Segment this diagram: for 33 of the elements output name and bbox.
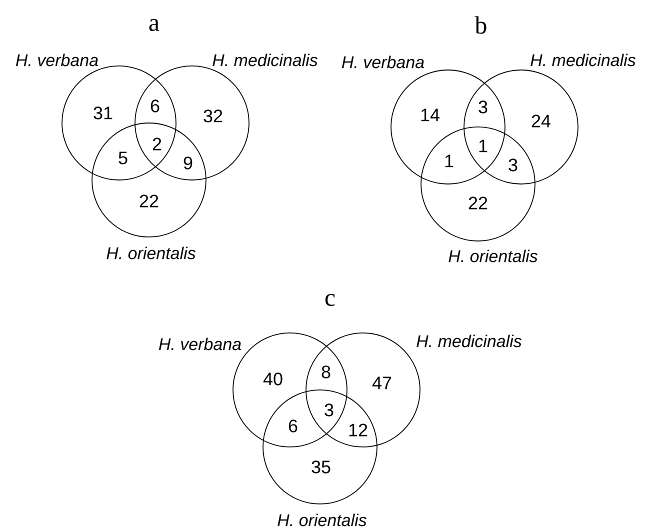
region-count: 9 [184,156,192,170]
species-label: H. orientalis [448,250,538,262]
region-count: 3 [478,100,488,114]
panel-letter: b [474,16,486,34]
region-count: 14 [421,108,440,122]
species-label: H. medicinalis [212,54,318,66]
region-count: 6 [288,420,298,432]
region-count: 31 [94,106,112,120]
species-label: H. verbana [158,338,241,350]
species-label: H. orientalis [278,514,366,526]
species-label: H. verbana [342,56,424,68]
region-count: 12 [349,424,368,436]
panel-letter: a [149,19,160,31]
region-count: 6 [150,100,160,112]
region-count: 35 [312,460,330,474]
region-count: 24 [532,114,550,128]
region-count: 3 [324,404,334,416]
region-count: 22 [468,196,488,210]
region-count: 1 [479,140,488,152]
region-count: 47 [372,376,392,390]
region-count: 3 [508,158,518,172]
region-count: 22 [140,194,158,208]
region-count: 40 [263,372,282,386]
panel-letter: c [325,294,335,306]
region-count: 1 [445,154,454,168]
species-label: H. verbana [16,54,98,66]
species-label: H. medicinalis [416,334,522,348]
species-label: H. orientalis [106,246,196,260]
region-count: 8 [322,366,330,378]
region-count: 5 [118,152,128,164]
region-count: 32 [204,110,222,122]
region-count: 2 [152,138,162,150]
species-label: H. medicinalis [530,54,636,66]
